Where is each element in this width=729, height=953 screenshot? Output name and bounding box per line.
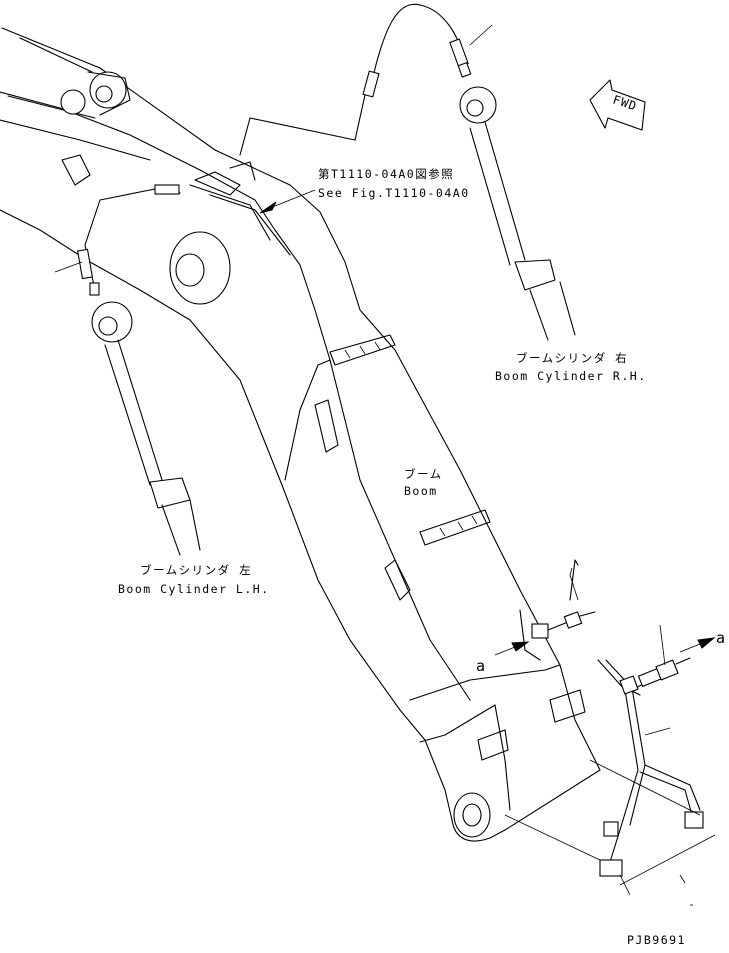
reference-label-en: See Fig.T1110-04A0 xyxy=(318,186,470,200)
drawing-number: PJB9691 xyxy=(627,933,686,947)
boom-cylinder-rh xyxy=(459,86,576,341)
view-a-label-right: a xyxy=(716,629,725,647)
boom-cylinder-lh xyxy=(54,184,201,556)
grease-hose-top xyxy=(239,3,493,156)
boom-structure xyxy=(0,27,601,842)
boom-cylinder-rh-label-jp: ブームシリンダ 右 xyxy=(516,351,628,365)
view-arrow-left: a xyxy=(476,641,530,675)
hose-clamp xyxy=(549,689,586,723)
fwd-label: FWD xyxy=(611,93,639,114)
reference-label-jp: 第T1110-04A0図参照 xyxy=(318,167,454,181)
hose-clamp xyxy=(419,509,491,546)
fwd-arrow-symbol: FWD xyxy=(589,79,646,131)
hose-clamp xyxy=(329,334,396,366)
view-a-label-left: a xyxy=(476,657,485,675)
reference-pointer xyxy=(194,161,316,214)
boom-cylinder-lh-label-jp: ブームシリンダ 左 xyxy=(140,563,252,577)
piping-detail-a xyxy=(504,559,716,906)
hose-clamp xyxy=(477,729,509,761)
boom-label-en: Boom xyxy=(404,484,438,498)
boom-label-jp: ブーム xyxy=(404,467,443,481)
boom-cylinder-rh-label-en: Boom Cylinder R.H. xyxy=(495,369,647,383)
boom-cylinder-lh-label-en: Boom Cylinder L.H. xyxy=(118,582,270,596)
view-arrow-right: a xyxy=(679,629,725,653)
